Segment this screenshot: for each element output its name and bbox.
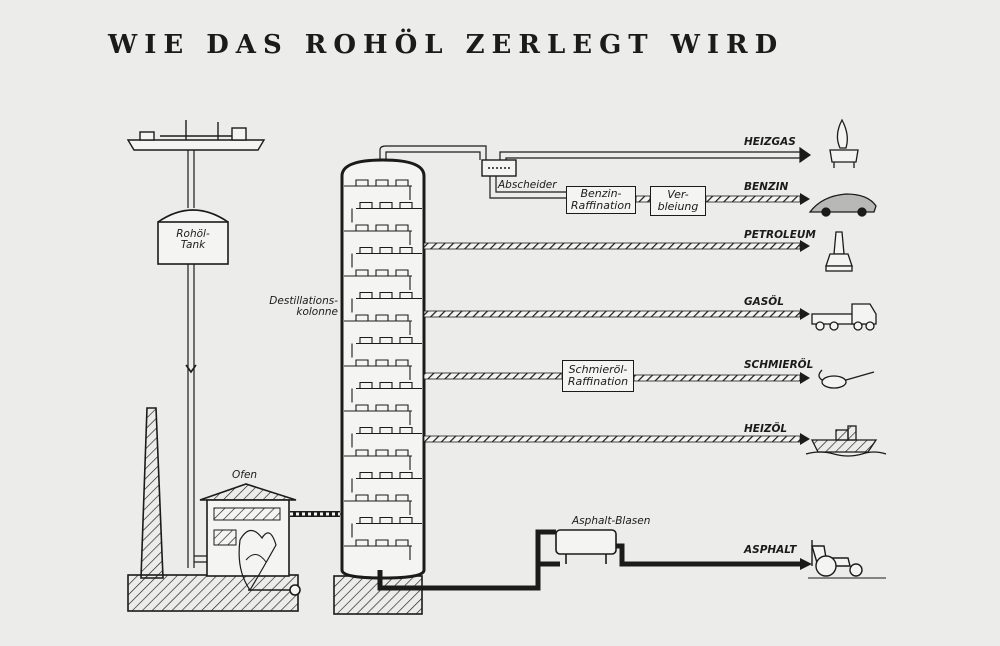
petroleum-line (423, 240, 810, 252)
column-label: Destillations- kolonne (269, 295, 338, 319)
product-label-asphalt: ASPHALT (744, 544, 797, 556)
distillation-column (340, 158, 426, 580)
bubble-cap (395, 179, 409, 186)
separator-label: Abscheider (498, 179, 557, 191)
bubble-cap (399, 291, 413, 299)
bubble-cap (399, 426, 413, 434)
asphalt-still-label: Asphalt-Blasen (572, 515, 651, 527)
tanker-ship-icon (126, 120, 266, 151)
bubble-cap (375, 269, 389, 276)
bubble-cap (375, 404, 389, 411)
bubble-cap (399, 381, 413, 389)
heizoel-line (423, 433, 810, 445)
bubble-cap (379, 471, 393, 479)
bubble-cap (355, 539, 369, 546)
separator-vessel (481, 159, 517, 177)
ship-icon (805, 425, 887, 457)
bubble-cap (379, 291, 393, 299)
bubble-cap (399, 246, 413, 254)
bubble-cap (375, 449, 389, 456)
bubble-cap (359, 291, 373, 299)
bubble-cap (395, 314, 409, 321)
bubble-cap (355, 179, 369, 186)
furnace (199, 483, 301, 596)
truck-icon (811, 303, 877, 331)
bubble-cap (355, 314, 369, 321)
bubble-cap (375, 224, 389, 231)
product-label-benzin: BENZIN (744, 181, 789, 193)
bubble-cap (379, 246, 393, 254)
gasoel-line (423, 308, 810, 320)
oil-lamp-icon (825, 231, 853, 272)
bubble-cap (379, 336, 393, 344)
bubble-cap (355, 224, 369, 231)
bubble-cap (355, 494, 369, 501)
diagram-title: WIE DAS ROHÖL ZERLEGT WIRD (108, 30, 785, 60)
heizgas-line (499, 146, 812, 164)
bubble-cap (355, 359, 369, 366)
car-icon (808, 193, 877, 217)
bubble-cap (379, 381, 393, 389)
bubble-cap (355, 449, 369, 456)
crude-feed-pipe (185, 150, 216, 568)
leading-box: Ver- bleiung (650, 186, 706, 216)
crude-oil-tank (157, 209, 229, 265)
gas-flame-icon (829, 118, 859, 168)
bubble-cap (395, 269, 409, 276)
bubble-cap (375, 314, 389, 321)
bubble-cap (399, 336, 413, 344)
asphalt-still (555, 529, 617, 564)
bubble-cap (399, 471, 413, 479)
overhead-vapour-pipe (379, 145, 487, 160)
asphalt-line (377, 529, 812, 591)
bubble-cap (359, 471, 373, 479)
bubble-cap (399, 201, 413, 209)
bubble-cap (379, 426, 393, 434)
bubble-cap (359, 381, 373, 389)
bubble-cap (395, 224, 409, 231)
bubble-cap (355, 269, 369, 276)
bubble-cap (359, 246, 373, 254)
bubble-cap (359, 426, 373, 434)
benzin-line (489, 176, 810, 205)
bubble-cap (379, 201, 393, 209)
product-label-heizgas: HEIZGAS (744, 136, 796, 148)
product-label-petroleum: PETROLEUM (744, 229, 816, 241)
furnace-foundation (127, 574, 299, 612)
tank-label: Rohöl- Tank (176, 228, 210, 252)
column-trays (344, 179, 422, 560)
bubble-cap (375, 539, 389, 546)
bubble-cap (375, 494, 389, 501)
bubble-cap (395, 539, 409, 546)
bubble-cap (395, 404, 409, 411)
bubble-cap (359, 201, 373, 209)
bubble-cap (395, 494, 409, 501)
bubble-cap (399, 516, 413, 524)
furnace-label: Ofen (232, 469, 258, 481)
bubble-cap (395, 449, 409, 456)
bubble-cap (375, 179, 389, 186)
product-label-schmieroel: SCHMIERÖL (744, 359, 814, 371)
bubble-cap (375, 359, 389, 366)
lube-refining-box: Schmieröl- Raffination (562, 360, 634, 392)
bubble-cap (359, 336, 373, 344)
bubble-cap (359, 516, 373, 524)
benzin-refining-box: Benzin- Raffination (566, 186, 636, 214)
tractor-icon (808, 540, 886, 579)
chimney (140, 407, 164, 579)
bubble-cap (395, 359, 409, 366)
product-label-gasoel: GASÖL (744, 296, 784, 308)
product-label-heizoel: HEIZÖL (744, 423, 788, 435)
bubble-cap (355, 404, 369, 411)
oil-can-icon (818, 369, 875, 389)
bubble-cap (379, 516, 393, 524)
